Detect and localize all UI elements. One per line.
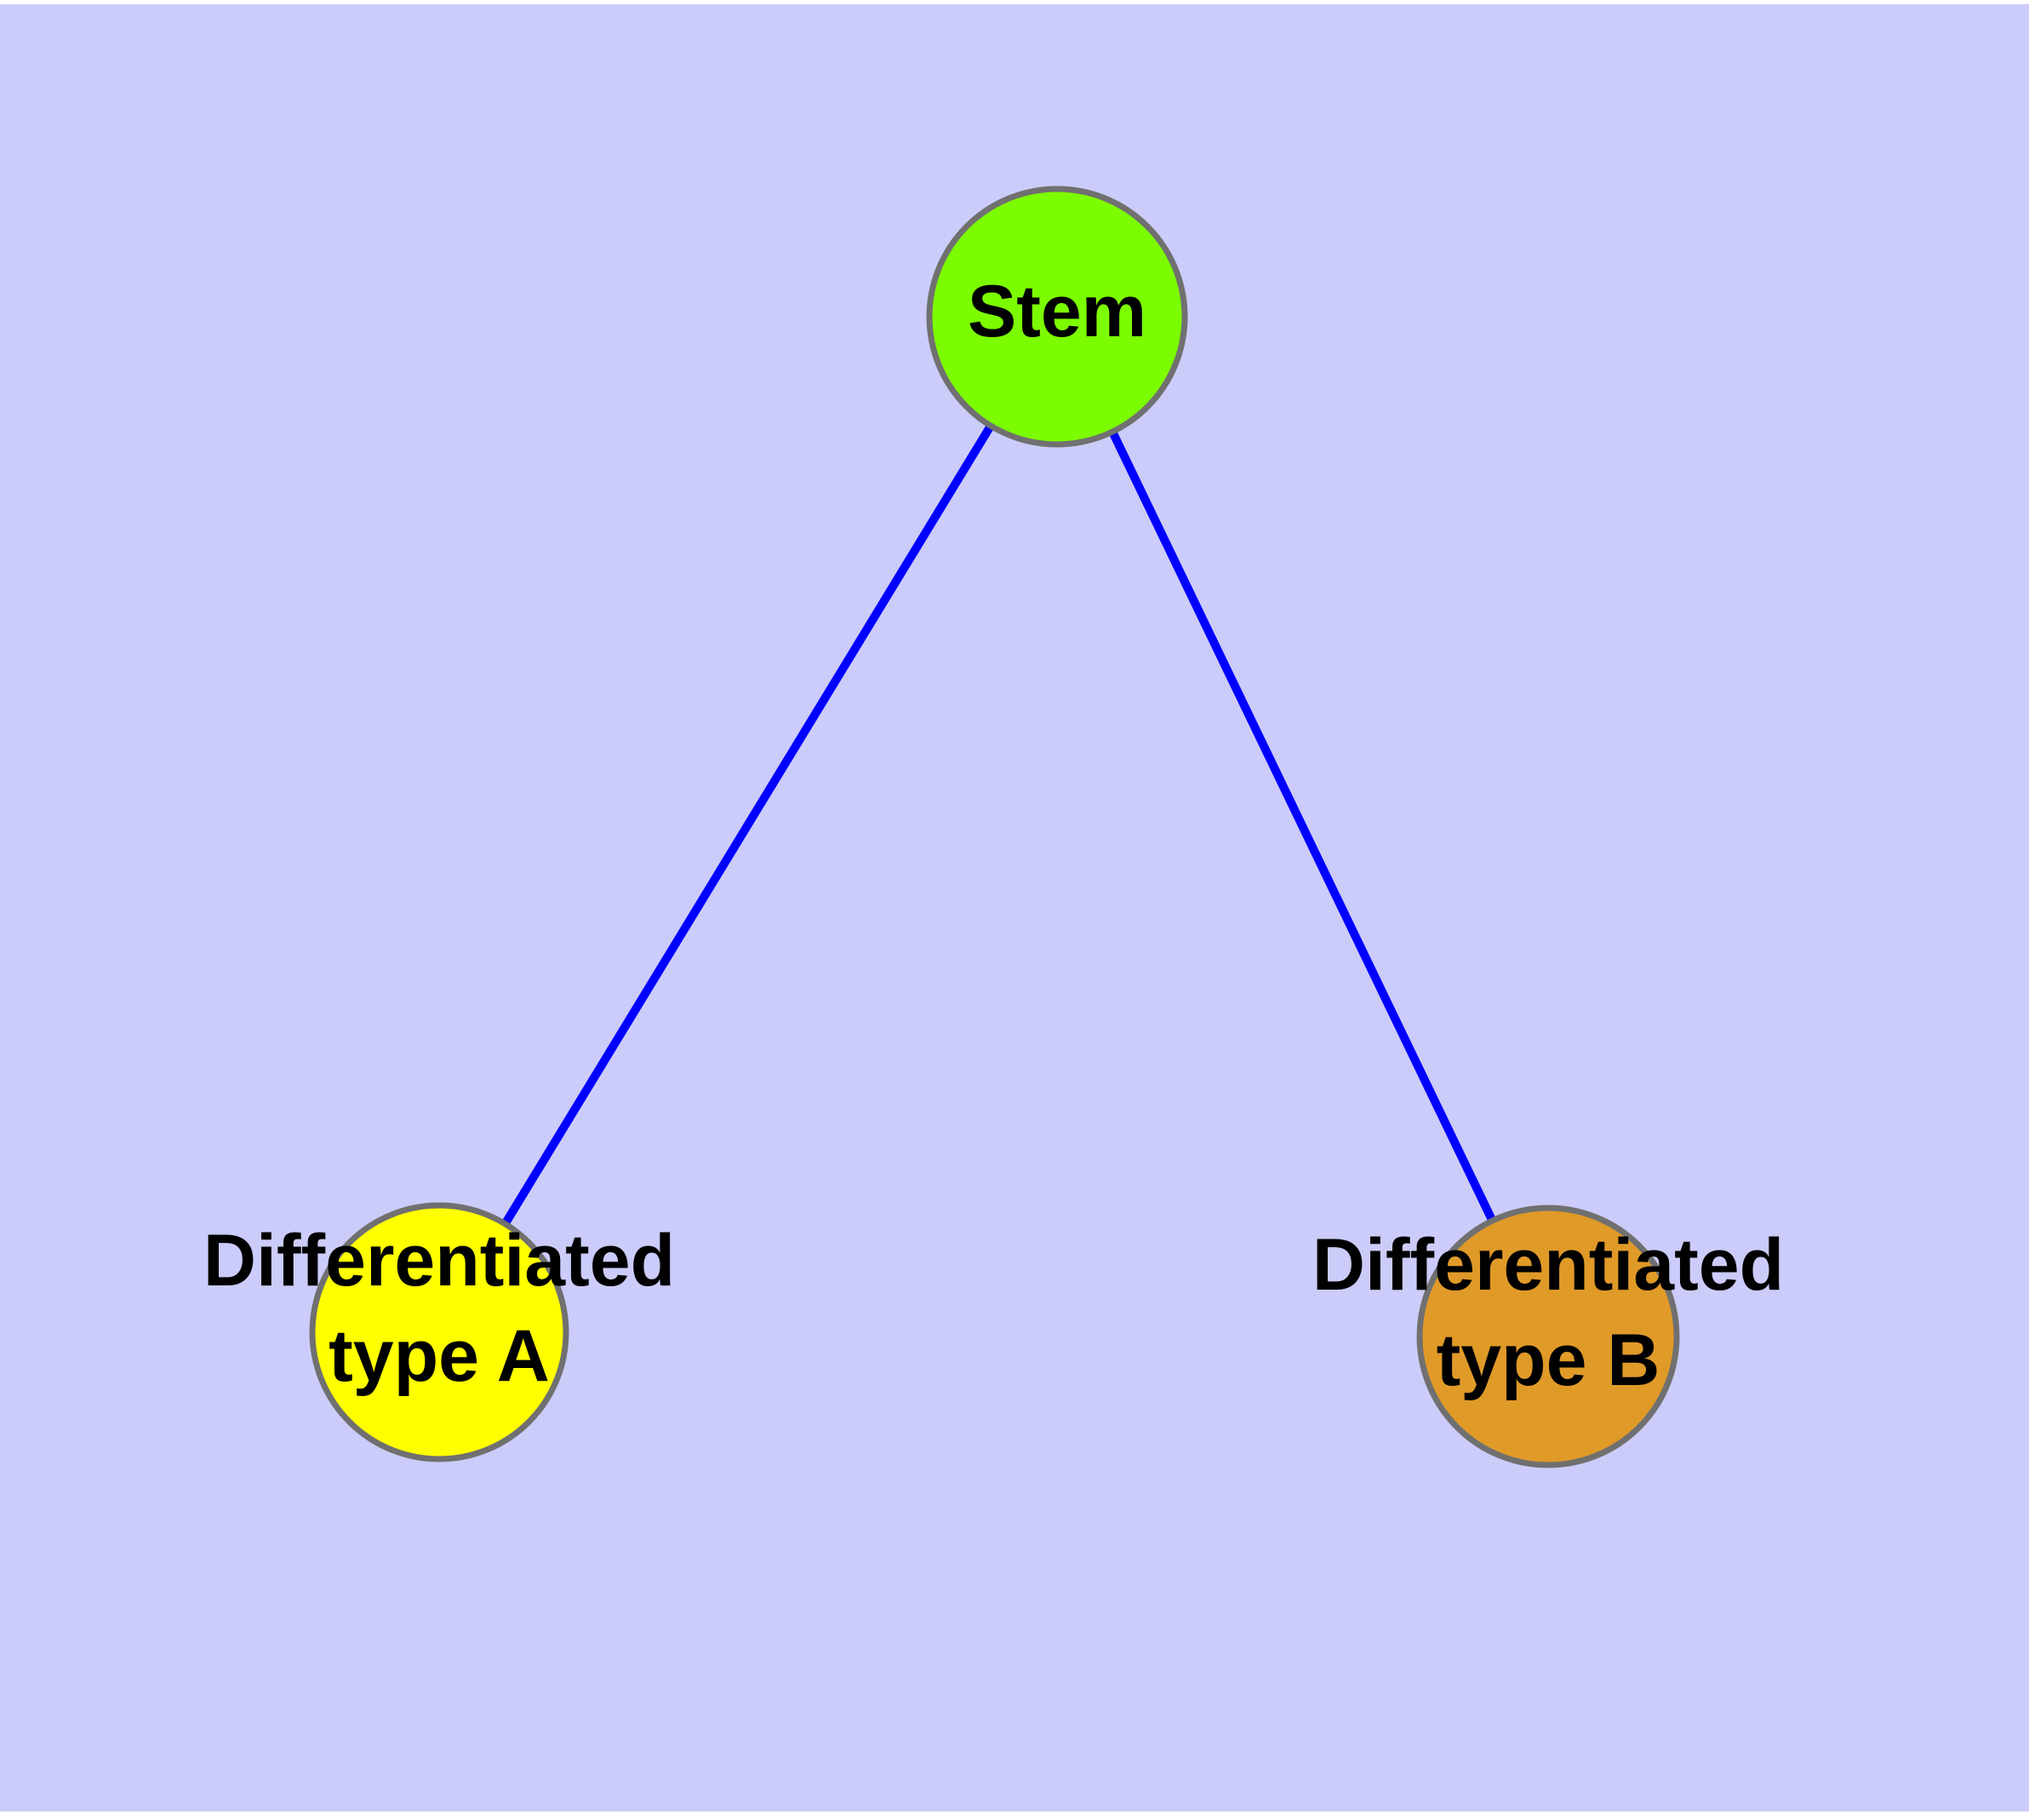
node-circle-stem[interactable]	[926, 186, 1188, 448]
edges-layer	[500, 421, 1498, 1229]
node-label-stem: Stem	[968, 271, 1146, 352]
node-label-diff-a: Differentiated type A	[203, 1220, 675, 1397]
node-circle-diff-a[interactable]	[309, 1202, 569, 1462]
node-label-line: type A	[329, 1315, 550, 1397]
node-stem[interactable]: Stem	[926, 186, 1188, 448]
node-diff-b[interactable]: Differentiated type B	[1312, 1205, 1784, 1468]
node-label-line: type B	[1437, 1319, 1660, 1401]
edge-stem-to-diff-b	[1106, 426, 1498, 1226]
node-label-line: Differentiated	[203, 1220, 675, 1302]
edge-stem-to-diff-a	[500, 421, 997, 1229]
node-label-diff-b: Differentiated type B	[1312, 1224, 1784, 1401]
node-circle-diff-b[interactable]	[1416, 1205, 1680, 1468]
node-diff-a[interactable]: Differentiated type A	[203, 1202, 675, 1462]
node-label-line: Differentiated	[1312, 1224, 1784, 1306]
node-label-line: Stem	[968, 271, 1146, 352]
